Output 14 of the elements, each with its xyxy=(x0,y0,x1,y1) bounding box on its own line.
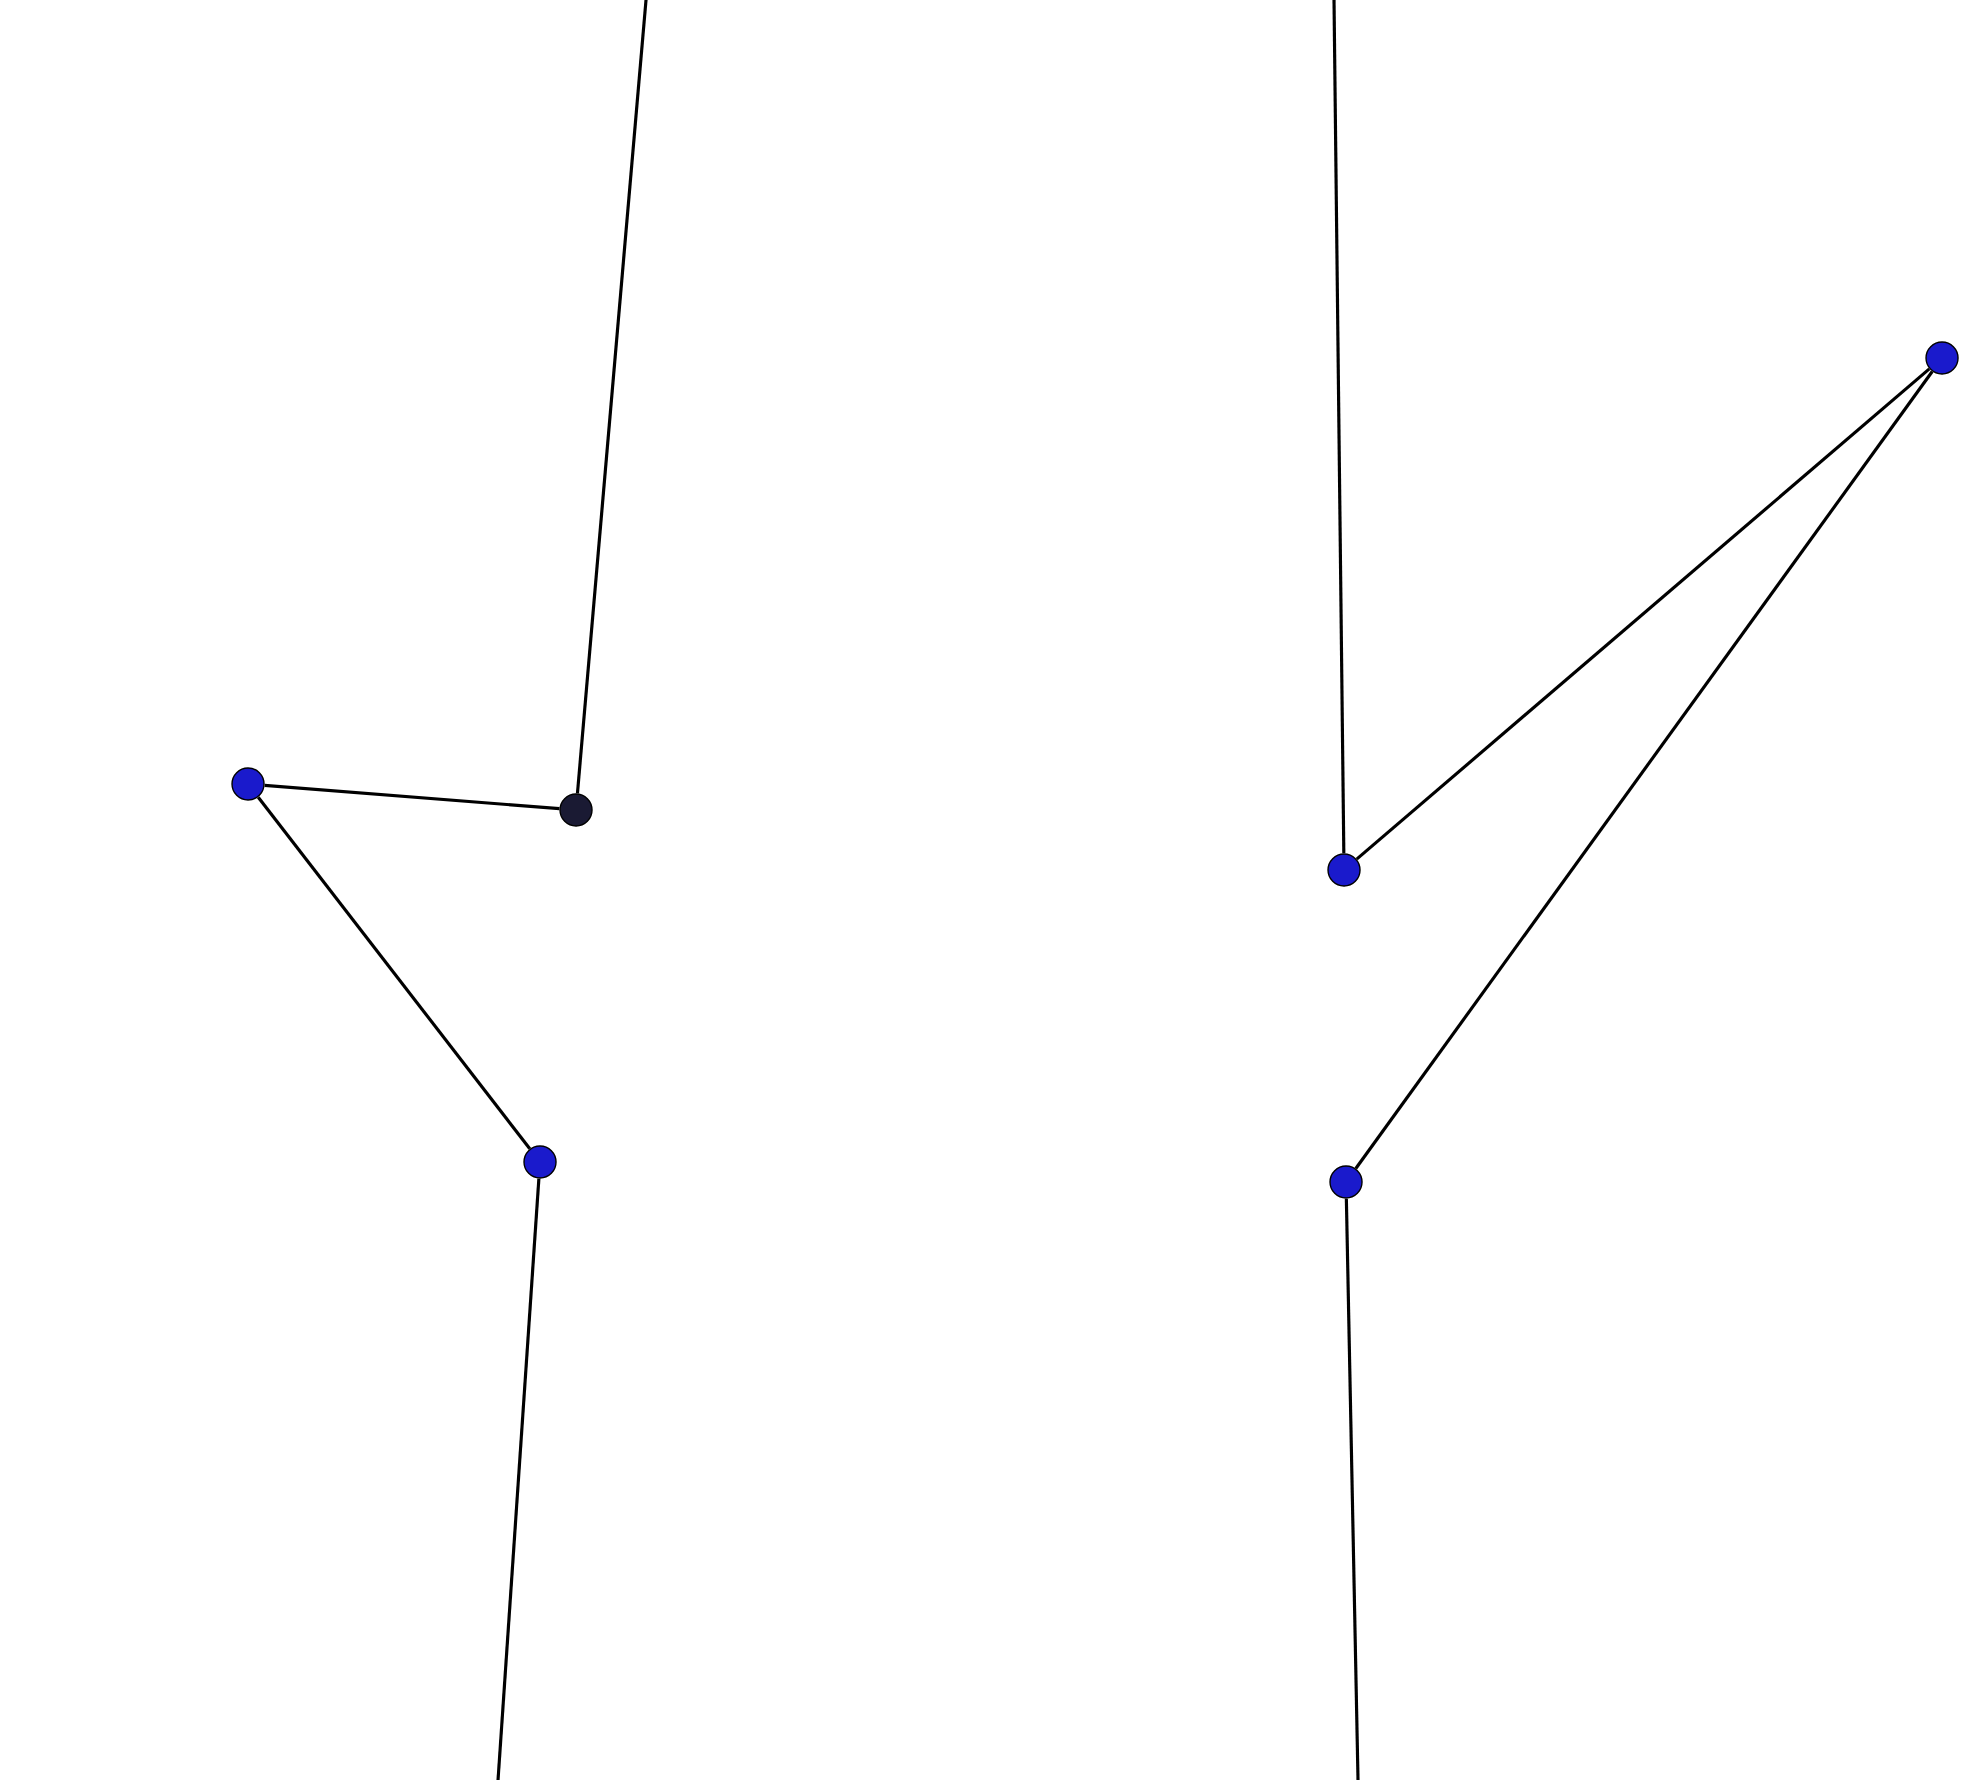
line xyxy=(1332,0,1346,854)
line xyxy=(496,1178,541,1780)
line xyxy=(1355,367,1931,861)
line xyxy=(264,783,560,811)
dot xyxy=(523,1145,557,1179)
line xyxy=(256,796,532,1150)
dot xyxy=(1329,1165,1363,1199)
line xyxy=(1354,370,1934,1170)
dot xyxy=(1327,853,1361,887)
dot xyxy=(559,793,593,827)
line xyxy=(575,0,648,794)
dot xyxy=(231,767,265,801)
dot xyxy=(1925,341,1959,375)
line xyxy=(1344,1198,1360,1780)
